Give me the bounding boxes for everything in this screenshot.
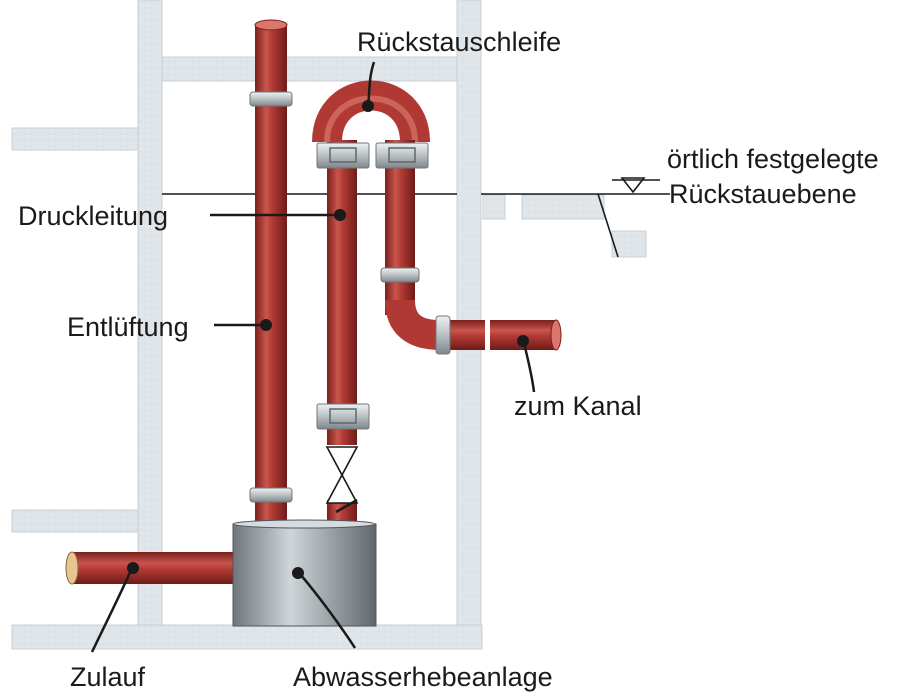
ventilation-clamp-bottom bbox=[249, 487, 293, 503]
wall-left-lower-slab bbox=[11, 509, 139, 533]
label-rueckstauschleife: Rückstauschleife bbox=[357, 27, 562, 57]
wall-top-beam bbox=[161, 56, 458, 82]
wall-clamps bbox=[316, 142, 429, 430]
lifting-station-tank bbox=[232, 519, 377, 627]
label-abwasserhebeanlage: Abwasserhebeanlage bbox=[293, 662, 553, 692]
ventilation-pipe bbox=[249, 19, 293, 525]
label-zum-kanal: zum Kanal bbox=[514, 391, 642, 421]
leader-dots bbox=[127, 100, 529, 579]
valve-icon bbox=[325, 446, 359, 504]
label-oertlich-festgelegte: örtlich festgelegte bbox=[667, 144, 879, 174]
ground-level-small-block bbox=[482, 194, 506, 220]
wall-left-column bbox=[137, 0, 163, 626]
ground-level-slab bbox=[521, 194, 605, 220]
ventilation-clamp-top bbox=[249, 91, 293, 107]
wall-left-upper-slab bbox=[11, 127, 139, 151]
level-triangle-icon bbox=[620, 177, 646, 194]
loop-coupling bbox=[380, 267, 420, 283]
pressure-pipe bbox=[312, 80, 562, 525]
label-zulauf: Zulauf bbox=[70, 662, 146, 692]
label-rueckstauebene: Rückstauebene bbox=[669, 179, 857, 209]
ground-level-lower-block bbox=[611, 230, 647, 258]
backwater-level-marker bbox=[162, 177, 670, 258]
building-structure bbox=[11, 0, 647, 650]
inflow-pipe bbox=[65, 551, 237, 585]
label-entlueftung: Entlüftung bbox=[67, 312, 189, 342]
wall-right-column bbox=[456, 0, 482, 626]
floor-slab bbox=[11, 624, 483, 650]
label-druckleitung: Druckleitung bbox=[18, 201, 169, 231]
outlet-coupling bbox=[435, 315, 451, 355]
